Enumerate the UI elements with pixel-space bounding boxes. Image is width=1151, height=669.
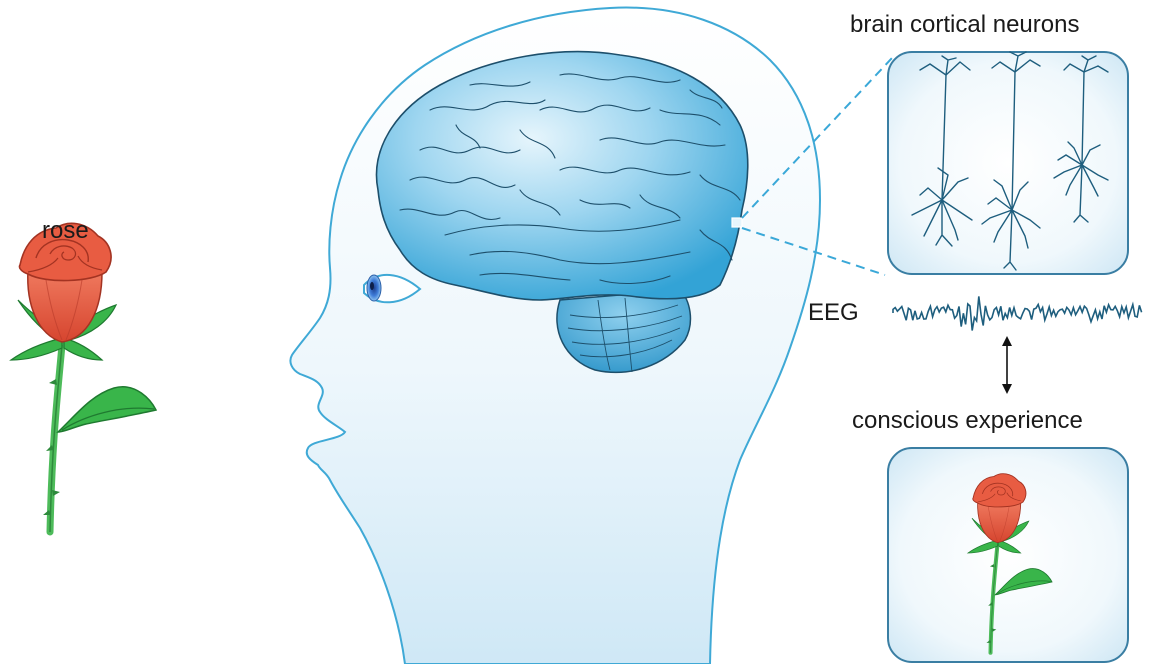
conscious-experience-label: conscious experience — [852, 409, 1083, 433]
rose-label: rose — [42, 219, 89, 243]
neuron-panel — [888, 52, 1128, 274]
eeg-label: EEG — [808, 301, 859, 325]
brain-cortical-neurons-label: brain cortical neurons — [850, 13, 1079, 37]
rose-flower-icon — [11, 223, 156, 532]
eeg-wave — [893, 296, 1142, 330]
double-headed-arrow-icon — [1002, 336, 1012, 394]
recording-site-marker — [732, 218, 742, 227]
conscious-experience-panel — [888, 448, 1128, 662]
